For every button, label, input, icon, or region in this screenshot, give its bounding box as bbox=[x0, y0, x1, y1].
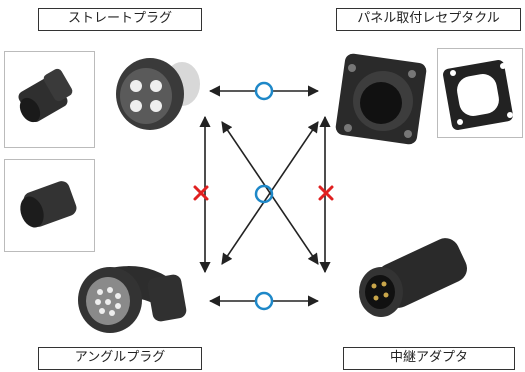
inline-adapter-icon bbox=[359, 238, 467, 317]
straight-plug-thumb-2-icon bbox=[20, 181, 77, 228]
double-arrow-icon bbox=[199, 85, 331, 307]
straight-plug-thumb-icon bbox=[18, 68, 73, 123]
circle-ok-icon bbox=[254, 184, 274, 204]
angle-plug-icon bbox=[78, 266, 187, 333]
cross-ng-icon bbox=[318, 185, 334, 201]
gasket-icon bbox=[443, 60, 513, 130]
panel-receptacle-icon bbox=[335, 53, 427, 145]
straight-plug-icon bbox=[116, 58, 200, 130]
circle-ok-icon bbox=[254, 81, 274, 101]
label-angle-plug: アングルプラグ bbox=[38, 347, 202, 370]
circle-ok-icon bbox=[254, 291, 274, 311]
label-panel-receptacle: パネル取付レセプタクル bbox=[336, 8, 521, 31]
label-inline-adapter: 中継アダプタ bbox=[343, 347, 515, 370]
cross-ng-icon bbox=[193, 185, 209, 201]
label-straight-plug: ストレートプラグ bbox=[38, 8, 202, 31]
